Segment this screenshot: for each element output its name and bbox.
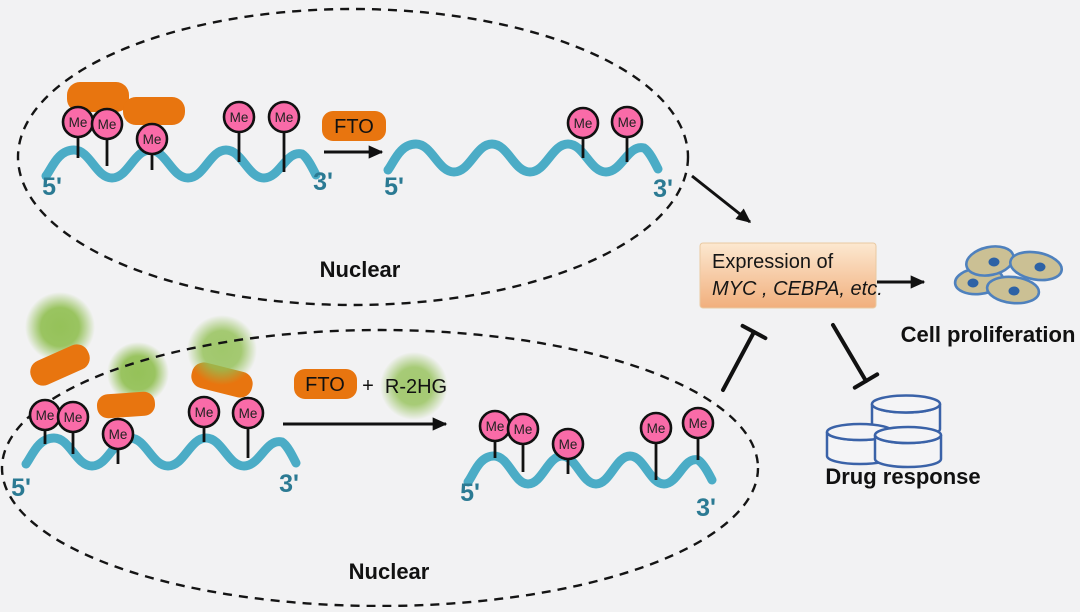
nuclear-label-top: Nuclear [320,257,401,282]
arrow-demethylation-to-expression [691,174,752,224]
inhibition-bar-expression-to-drug-response [831,323,880,390]
me-mark: Me [222,100,256,162]
r2hg-molecule [107,342,169,404]
drug-response-label: Drug response [825,464,980,489]
fto-protein [123,97,185,125]
fto-reaction-pill [294,369,357,399]
me-label: Me [239,406,258,421]
nuclear-label-bottom: Nuclear [349,559,430,584]
expression-box: Expression of MYC , CEBPA, etc. [699,242,883,309]
plus-sign: + [362,375,374,397]
me-mark: Me [610,105,644,162]
fto-protein [96,391,156,419]
expression-line1: Expression of [712,251,834,273]
me-mark: Me [681,406,715,460]
fto-reaction-pill [322,111,386,141]
me-label: Me [618,115,637,130]
r2hg-molecule [380,352,448,420]
r2hg-molecule [187,315,257,385]
fto-protein [30,344,90,386]
fto-protein [67,82,129,112]
cell-cluster-graphic [953,245,1064,305]
five-prime-label: 5' [384,173,404,201]
me-label: Me [275,110,294,125]
fto-label-top: FTO [334,116,374,138]
nuclear-membrane-bottom [0,328,760,608]
me-mark: Me [231,396,265,458]
me-mark: Me [56,400,90,454]
r2hg-label: R-2HG [385,376,447,398]
three-prime-label: 3' [696,494,716,522]
me-mark: Me [90,107,124,166]
me-label: Me [36,408,55,423]
three-prime-label: 3' [279,470,299,498]
expression-line2: MYC , CEBPA, etc. [712,278,883,300]
drug-tablets-graphic [825,394,943,469]
five-prime-label: 5' [42,173,62,201]
me-label: Me [64,410,83,425]
rna-strand-still-methylated-bottom [468,456,712,484]
rna-strand-demethylated-top [388,144,658,172]
me-mark: Me [267,100,301,172]
nuclear-membrane-top [16,7,690,307]
me-label: Me [574,116,593,131]
me-mark: Me [551,427,585,474]
me-mark: Me [478,409,512,458]
me-label: Me [647,421,666,436]
me-label: Me [98,117,117,132]
me-label: Me [559,437,578,452]
me-label: Me [514,422,533,437]
me-mark: Me [566,106,600,158]
me-mark: Me [639,411,673,480]
me-mark: Me [101,417,135,464]
me-label: Me [486,419,505,434]
me-label: Me [69,115,88,130]
five-prime-label: 5' [460,479,480,507]
me-label: Me [689,416,708,431]
five-prime-label: 5' [11,474,31,502]
cell-proliferation-label: Cell proliferation [901,322,1076,347]
fto-label-bottom: FTO [305,374,345,396]
me-mark: Me [135,122,169,170]
three-prime-label: 3' [313,168,333,196]
me-label: Me [143,132,162,147]
rna-strand-methylated-top [46,150,316,178]
me-mark: Me [28,398,62,444]
rna-strand-methylated-bottom [26,438,296,466]
me-mark: Me [187,395,221,442]
me-label: Me [109,427,128,442]
me-label: Me [195,405,214,420]
me-mark: Me [506,412,540,472]
three-prime-label: 3' [653,175,673,203]
inhibition-bar-methylation-to-expression [721,323,768,392]
me-label: Me [230,110,249,125]
